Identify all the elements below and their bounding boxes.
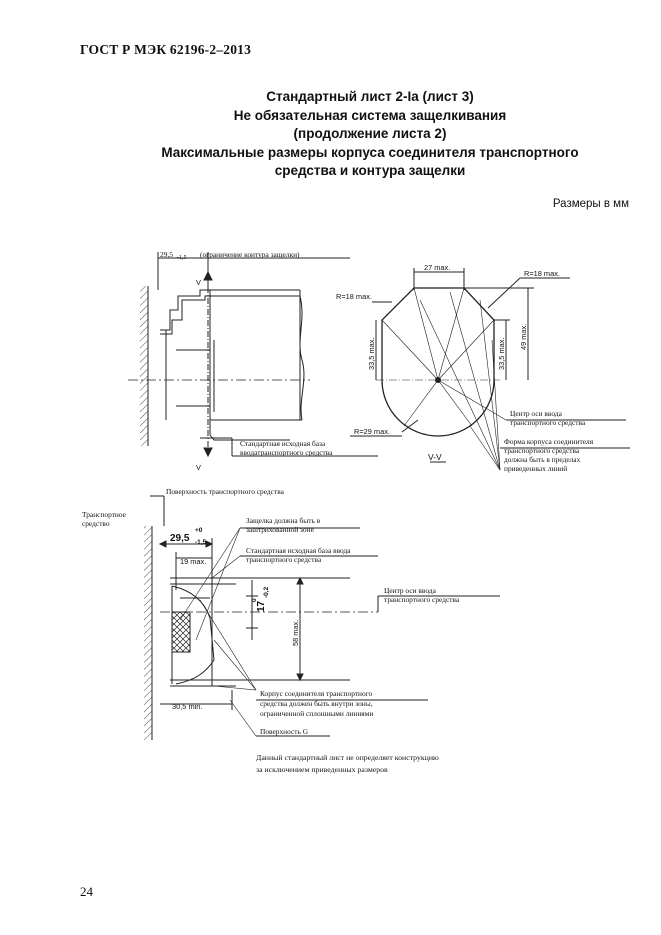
units-note: Размеры в мм: [552, 198, 629, 210]
dim-29-5-tol-top: +0: [195, 527, 203, 534]
dim-17-tol-bottom: -0,2: [263, 586, 270, 598]
body-label-3: ограниченной сплошными линиями: [260, 709, 373, 718]
fig3-center-label-1: Центр оси ввода: [384, 586, 437, 595]
dim-30-5-min: 30,5 min.: [172, 702, 202, 711]
figure-side-view: [128, 252, 378, 458]
fig3-base-label-1: Стандартная исходная база ввода: [246, 546, 351, 555]
dim-29-5-value: 29,5: [160, 250, 173, 259]
dim-29-5-label: (ограничение контура защелки): [200, 250, 300, 259]
dim-29-5-tol: -1,5: [177, 255, 187, 261]
section-label-vv: V-V: [428, 452, 442, 462]
vehicle-surface-label: Поверхность транспортного средства: [166, 487, 285, 496]
body-label-1: Корпус соединителя транспортного: [260, 689, 373, 698]
dim-29-5-tol-bottom: -1,5: [195, 539, 207, 546]
fig1-base-label-2: вводатранспортного средства: [240, 448, 333, 457]
fig2-center-label-1: Центр оси ввода: [510, 409, 563, 418]
page-number: 24: [80, 884, 93, 899]
figure-latch-zone: [144, 495, 500, 740]
vehicle-label-1: Транспортное: [82, 510, 127, 519]
disclaimer-line-2: за исключением приведенных размеров: [256, 765, 388, 774]
dim-19-max: 19 max.: [180, 557, 206, 566]
title-line-5: средства и контура защелки: [274, 163, 466, 179]
fig3-center-label-2: транспортного средства: [384, 595, 460, 604]
section-mark-top: V: [196, 278, 201, 287]
dim-29-5-value-lower: 29,5: [170, 533, 190, 544]
fig2-center-label-2: транспортного средства: [510, 418, 586, 427]
latch-label-1: Защелка должна быть в: [246, 516, 321, 525]
dim-r29-max: R=29 max.: [354, 427, 390, 436]
fig3-base-label-2: транспортного средства: [246, 555, 322, 564]
dim-33-5-right: 33,5 max.: [497, 338, 506, 370]
dim-27-max: 27 max.: [424, 263, 450, 272]
sheet-title: Стандартный лист 2-Ia (лист 3) Не обязат…: [40, 88, 661, 181]
dim-17-tol-top: 0: [251, 598, 258, 602]
disclaimer-line-1: Данный стандартный лист не определяет ко…: [256, 753, 439, 762]
body-label-2: средства должен быть внутри зоны,: [260, 699, 373, 708]
section-mark-bottom: V: [196, 463, 201, 472]
dim-17: 17: [256, 600, 267, 612]
surface-g-label: Поверхность G: [260, 727, 309, 736]
title-line-3: (продолжение листа 2): [293, 126, 447, 142]
vehicle-label-2: средство: [82, 519, 110, 528]
fig2-shape-label-1: Форма корпуса соединителя: [504, 437, 594, 446]
fig2-shape-label-4: приведенных линий: [504, 464, 567, 473]
standard-id: ГОСТ Р МЭК 62196-2–2013: [80, 42, 252, 57]
title-line-2: Не обязательная система защелкивания: [233, 107, 507, 123]
dim-r18-right: R=18 max.: [524, 269, 560, 278]
latch-label-2: заштрихованной зоне: [246, 525, 315, 534]
dim-58-max: 58 max.: [291, 620, 300, 646]
title-line-1: Стандартный лист 2-Ia (лист 3): [266, 89, 474, 104]
fig2-shape-label-2: транспортного средства: [504, 446, 580, 455]
dim-49-max: 49 max.: [519, 324, 528, 350]
figure-section-vv: [350, 268, 630, 471]
dim-r18-left: R=18 max.: [336, 292, 372, 301]
title-line-4: Максимальные размеры корпуса соединителя…: [161, 144, 579, 160]
fig1-base-label-1: Стандартная исходная база: [240, 439, 326, 448]
fig2-shape-label-3: должна быть в пределах: [504, 455, 581, 464]
dim-33-5-left: 33,5 max.: [367, 338, 376, 370]
